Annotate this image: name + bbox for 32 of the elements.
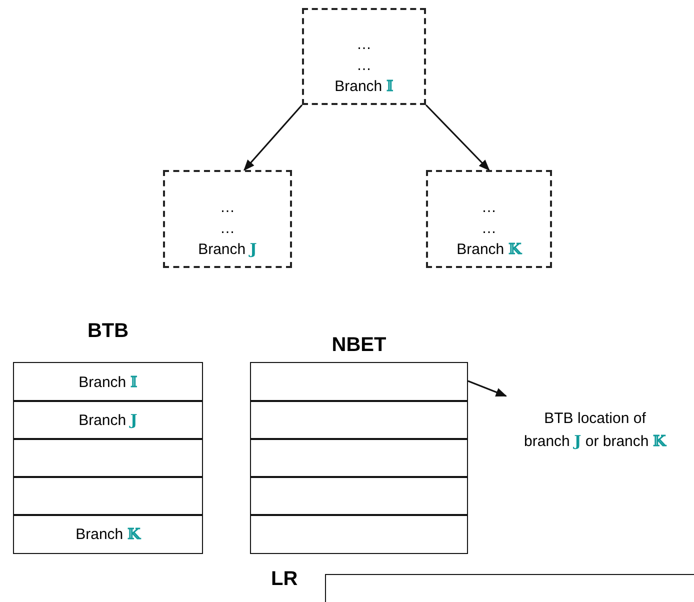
row-text: Branch 𝕀 [78, 372, 138, 391]
box-text: … [220, 219, 235, 239]
box-text: Branch J [198, 239, 257, 260]
dashed-box [302, 8, 426, 105]
box-text: Branch 𝕀 [334, 76, 394, 97]
table-row [250, 362, 468, 402]
table-row [250, 514, 468, 554]
table-row [13, 438, 203, 478]
note-text: BTB location of branch J or branch 𝕂 [510, 408, 680, 488]
table-row [250, 400, 468, 440]
arrow [468, 380, 508, 397]
box-text: … [220, 198, 235, 218]
table-title: BTB [87, 320, 129, 343]
table-row [13, 476, 203, 516]
table-row [13, 514, 203, 554]
table-row [13, 362, 203, 402]
dashed-box [163, 170, 292, 268]
register-title: LR [271, 568, 298, 591]
row-text: Branch J [78, 410, 138, 429]
table-row [13, 400, 203, 440]
box-text: … [482, 219, 496, 239]
table-row [250, 476, 468, 516]
box-text: Branch 𝕂 [456, 239, 522, 260]
table-row [250, 438, 468, 478]
row-text: Branch 𝕂 [76, 524, 140, 543]
dashed-box [426, 170, 552, 268]
box-text: … [482, 198, 496, 218]
table-title: NBET [332, 334, 386, 357]
arrow [244, 104, 303, 171]
box-text: … [356, 35, 372, 55]
arrow [425, 104, 490, 171]
box-text: … [356, 56, 372, 76]
